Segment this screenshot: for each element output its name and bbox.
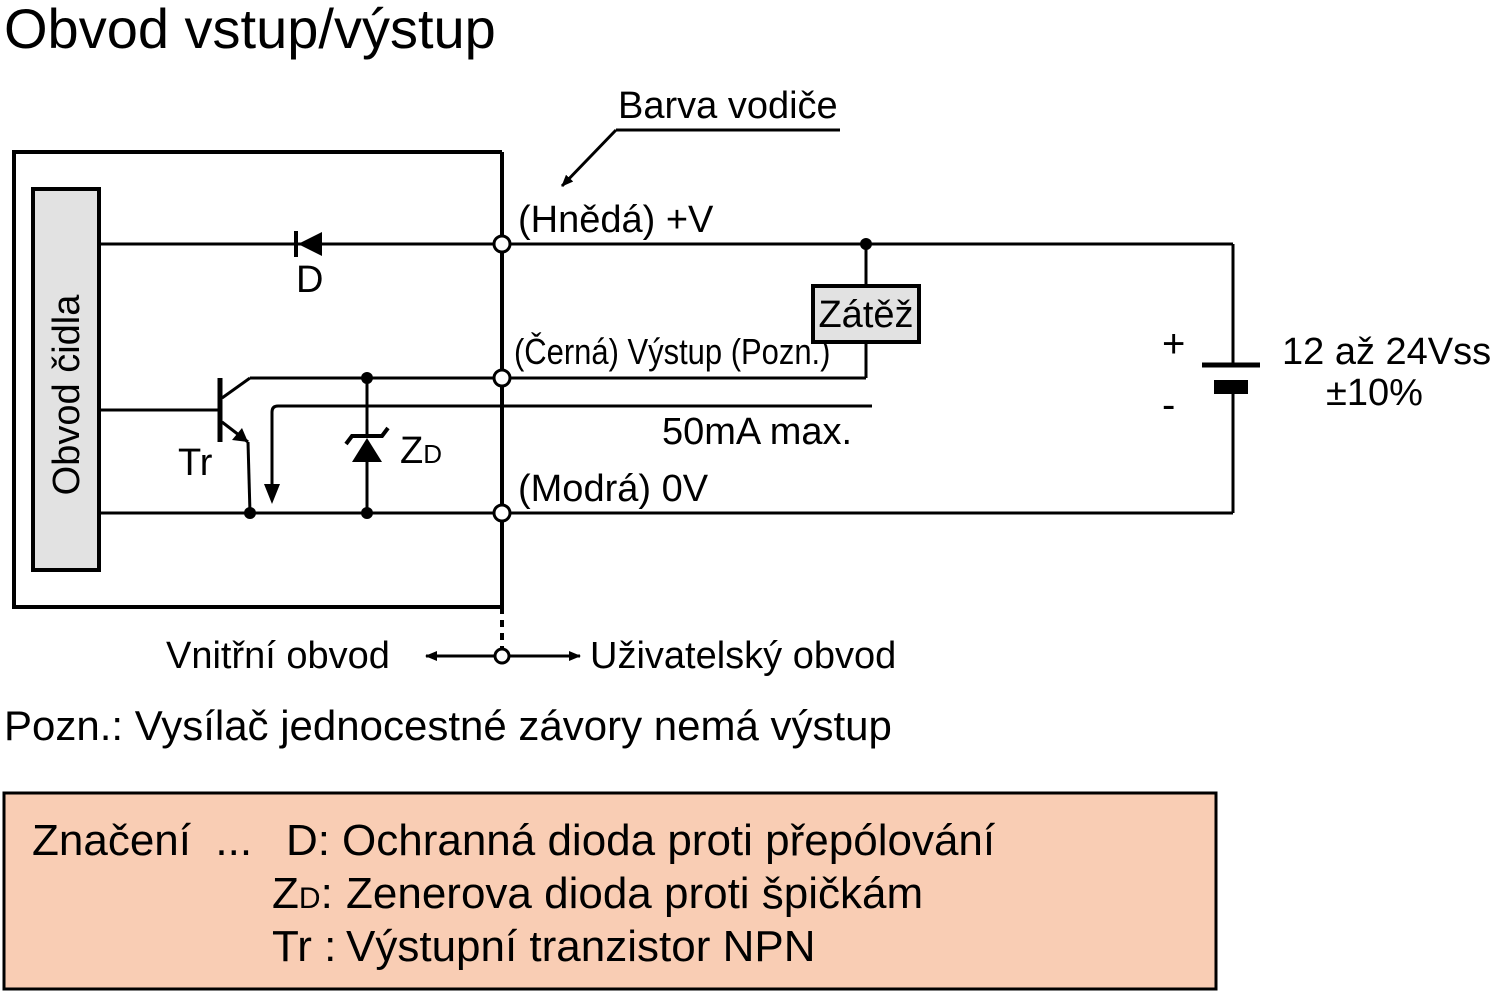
legend-text-d: Ochranná dioda proti přepólování <box>342 816 996 865</box>
supply-voltage-label: 12 až 24Vss <box>1282 331 1491 373</box>
legend-text-tr: Výstupní tranzistor NPN <box>346 922 816 971</box>
junction-dot <box>244 507 256 519</box>
load-box <box>811 284 921 344</box>
terminal-brown <box>492 234 512 254</box>
sensor-enclosure <box>12 150 502 609</box>
minus-sign: - <box>1162 383 1175 427</box>
legend-heading: Značení ... <box>32 816 252 865</box>
wire-color-label: Barva vodiče <box>618 85 838 127</box>
current-arrow <box>264 404 872 504</box>
load-label: Zátěž <box>818 294 913 336</box>
legend-symbol-tr: Tr : <box>272 922 336 971</box>
user-circuit-label: Uživatelský obvod <box>590 635 896 677</box>
junction-dot <box>361 372 373 384</box>
wire-color-pointer <box>560 128 840 188</box>
legend-box <box>2 791 1218 991</box>
supply-tolerance-label: ±10% <box>1326 372 1423 414</box>
diode-symbol <box>294 231 322 257</box>
internal-circuit-label: Vnitřní obvod <box>166 635 390 677</box>
battery-symbol <box>1202 362 1260 394</box>
diode-label: D <box>296 259 323 301</box>
brown-terminal-label: (Hnědá) +V <box>518 199 714 241</box>
legend-text-zd: Zenerova dioda proti špičkám <box>346 869 923 918</box>
current-limit-label: 50mA max. <box>662 411 852 453</box>
page-title: Obvod vstup/výstup <box>4 0 496 60</box>
legend-symbol-zd: ZD: <box>272 869 333 918</box>
boundary-marker <box>493 647 511 665</box>
legend-symbol-d: D: <box>286 816 330 865</box>
terminal-black <box>492 368 512 388</box>
plus-sign: + <box>1162 322 1185 366</box>
transistor-symbol <box>217 376 251 444</box>
blue-terminal-label: (Modrá) 0V <box>518 468 709 510</box>
transistor-label: Tr <box>178 442 213 484</box>
zener-diode-symbol <box>344 426 390 462</box>
sensor-circuit-label: Obvod čidla <box>46 294 88 496</box>
terminal-blue <box>492 503 512 523</box>
zener-label: ZD <box>400 430 442 472</box>
black-terminal-label: (Černá) Výstup (Pozn.) <box>514 332 830 373</box>
note-text: Pozn.: Vysílač jednocestné závory nemá v… <box>4 702 892 749</box>
sensor-circuit-block <box>31 187 101 572</box>
junction-dot <box>361 507 373 519</box>
